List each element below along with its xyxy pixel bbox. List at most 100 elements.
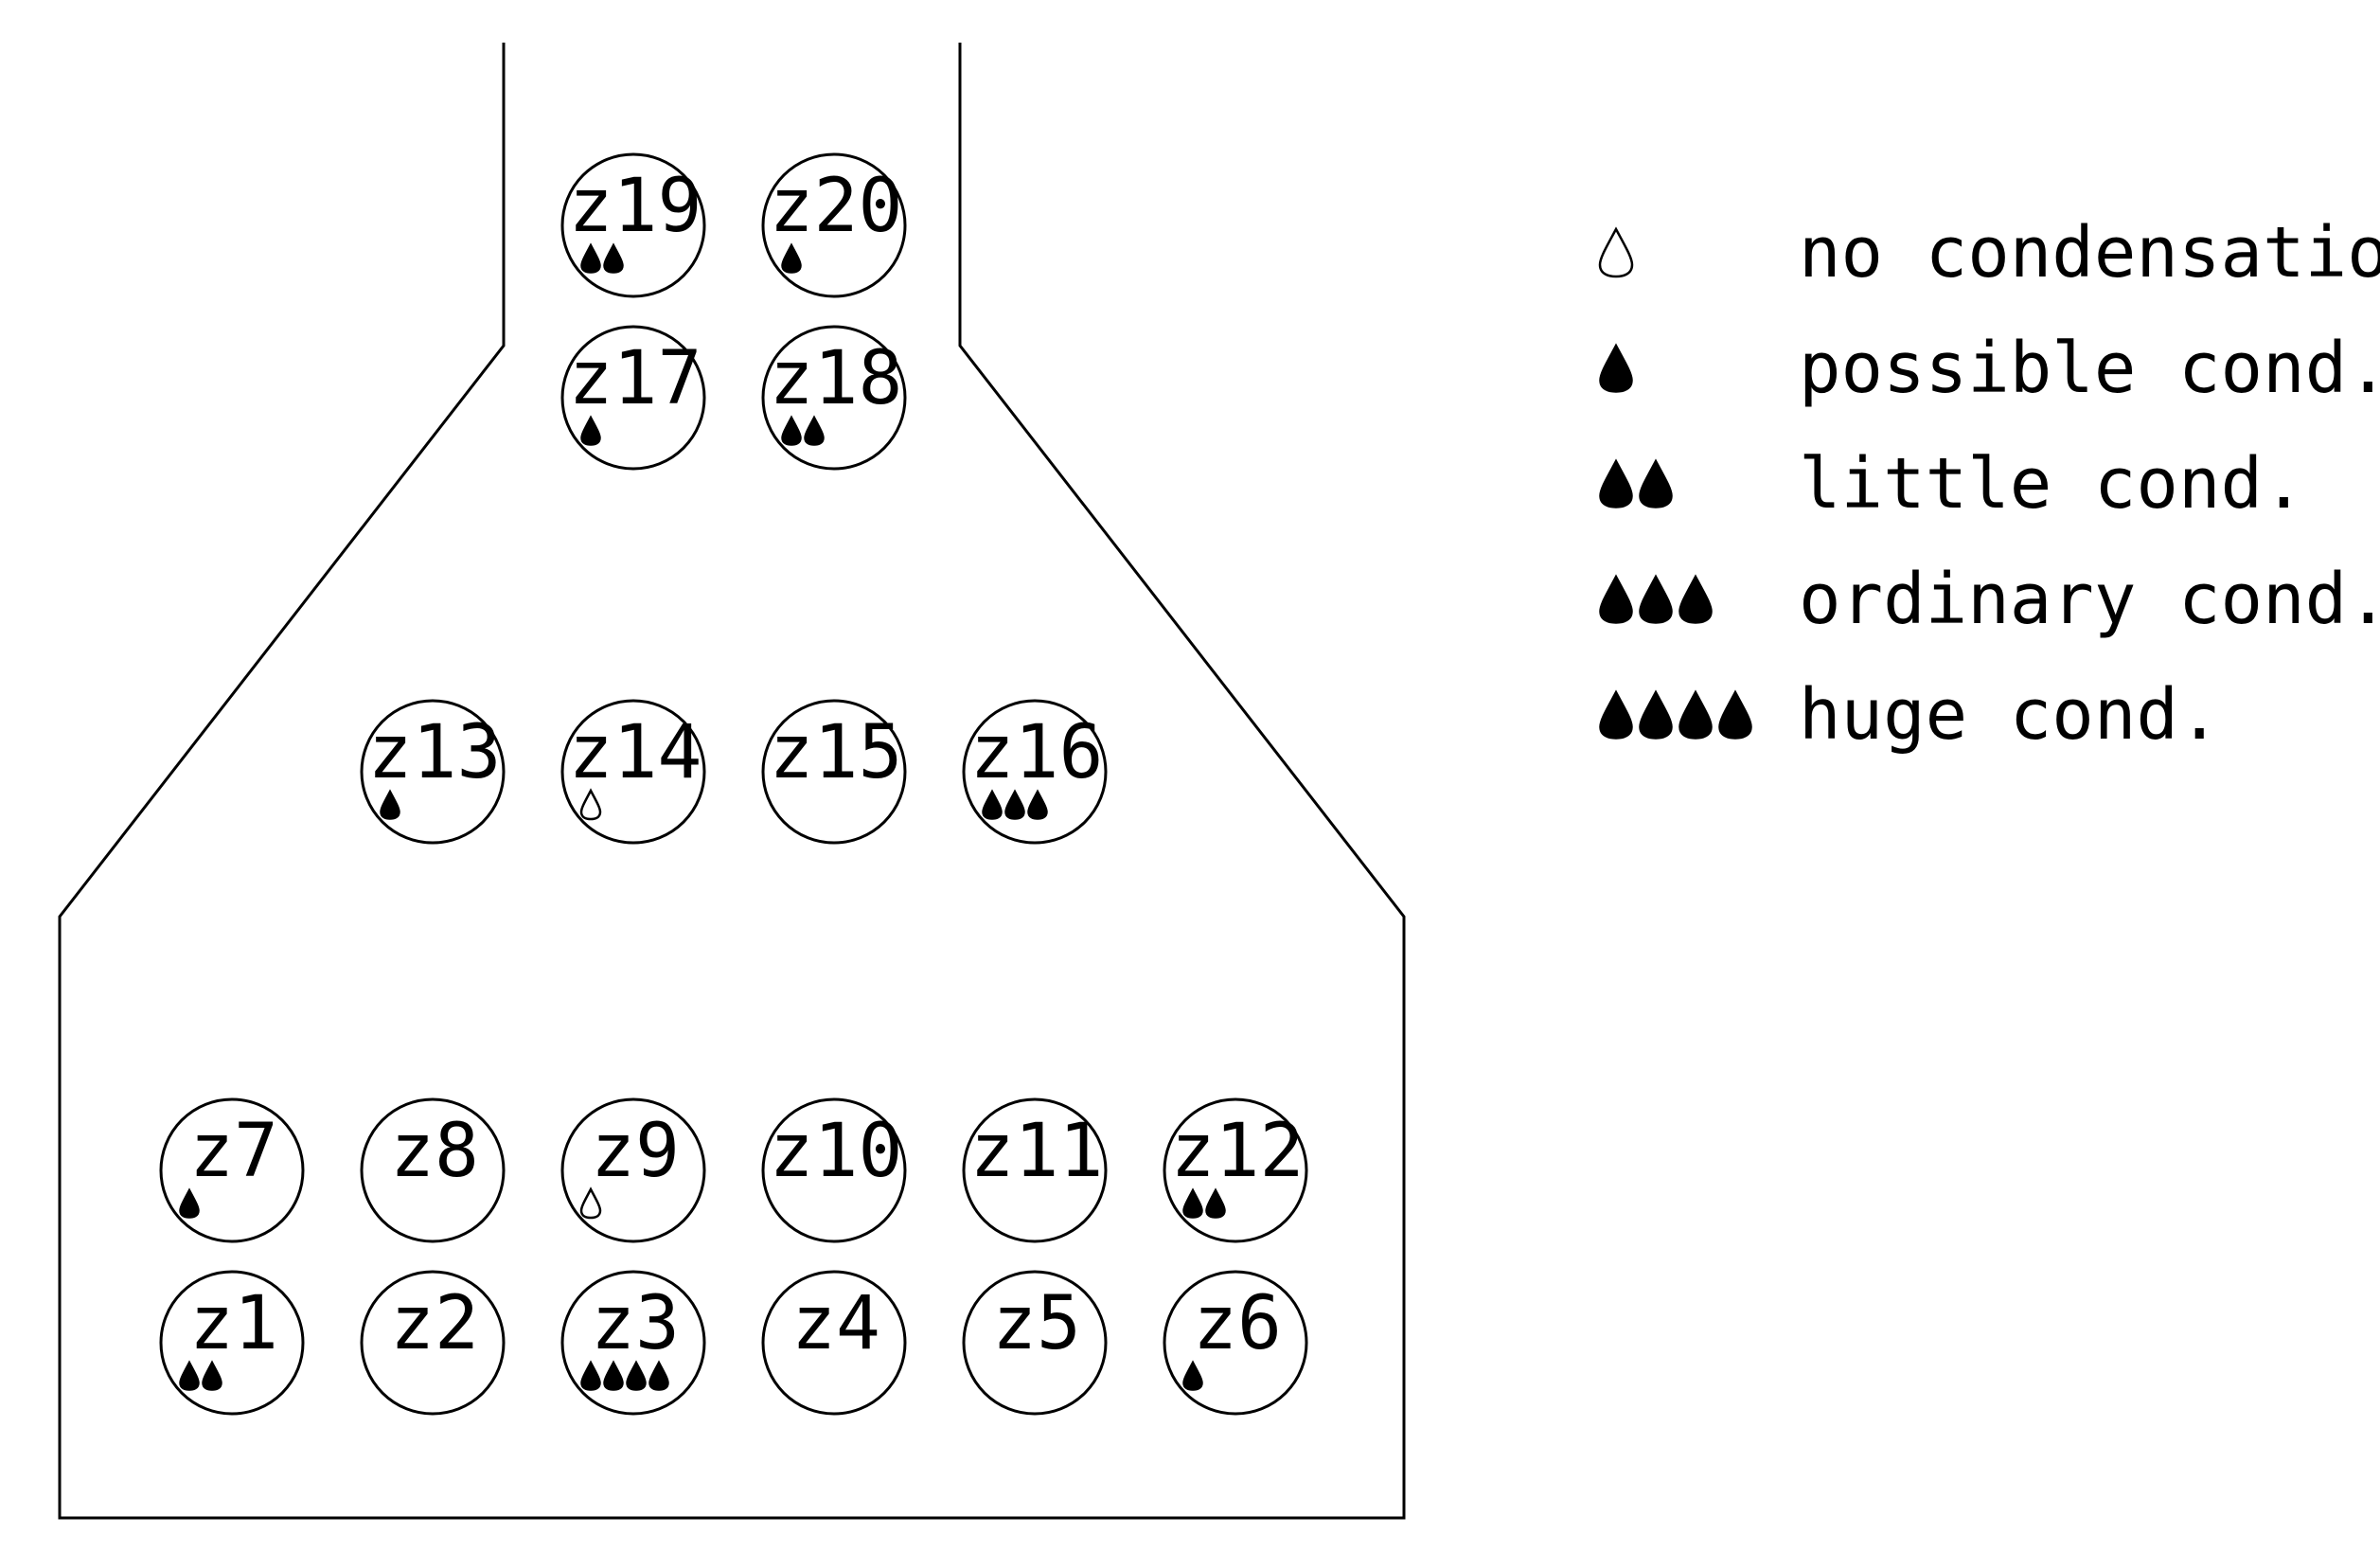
zone-condensation-drop-icon bbox=[781, 415, 802, 446]
legend-drop-icon bbox=[1599, 574, 1633, 624]
legend-drop-icon bbox=[1639, 458, 1673, 508]
legend-drop-icon bbox=[1678, 574, 1713, 624]
zone-circle bbox=[159, 1270, 305, 1416]
zone-label: z18 bbox=[770, 336, 903, 421]
zone-condensation-drop-icon bbox=[1182, 1360, 1203, 1391]
zone-z18: z18 bbox=[761, 325, 907, 471]
zone-z5: z5 bbox=[962, 1270, 1108, 1416]
zone-z3: z3 bbox=[560, 1270, 706, 1416]
zone-z16: z16 bbox=[962, 699, 1108, 845]
zone-circle bbox=[962, 699, 1108, 845]
zone-circle bbox=[560, 1270, 706, 1416]
zone-z7: z7 bbox=[159, 1097, 305, 1243]
legend-drop-icon bbox=[1599, 343, 1633, 393]
legend-label: possible cond. bbox=[1799, 328, 2380, 409]
zone-circle bbox=[360, 1097, 506, 1243]
zone-condensation-drop-icon bbox=[202, 1360, 222, 1391]
legend-item: ordinary cond. bbox=[1599, 559, 2380, 640]
zone-z1: z1 bbox=[159, 1270, 305, 1416]
zone-circle bbox=[761, 152, 907, 298]
zone-condensation-drop-icon bbox=[1182, 1187, 1203, 1219]
zone-condensation-drop-icon bbox=[179, 1187, 200, 1219]
zone-label: z20 bbox=[770, 164, 903, 249]
zone-condensation-drop-icon bbox=[1027, 789, 1048, 820]
legend-drop-outline-icon bbox=[1598, 226, 1634, 278]
zone-condensation-drop-icon bbox=[580, 242, 601, 274]
legend-label: ordinary cond. bbox=[1799, 559, 2380, 640]
zone-label: z17 bbox=[569, 336, 702, 421]
zone-condensation-drop-outline-icon bbox=[579, 1186, 602, 1220]
zone-condensation-drop-icon bbox=[580, 1360, 601, 1391]
zone-label: z5 bbox=[992, 1281, 1081, 1366]
legend-drop-icon bbox=[1718, 689, 1752, 740]
zone-label: z11 bbox=[970, 1109, 1104, 1194]
zone-z8: z8 bbox=[360, 1097, 506, 1243]
legend-item: huge cond. bbox=[1599, 674, 2221, 756]
zone-circle bbox=[1163, 1270, 1308, 1416]
zone-label: z9 bbox=[591, 1109, 680, 1194]
zone-label: z19 bbox=[569, 164, 702, 249]
legend-label: huge cond. bbox=[1799, 674, 2221, 756]
zone-condensation-drop-icon bbox=[603, 1360, 624, 1391]
zone-z9: z9 bbox=[560, 1097, 706, 1243]
zone-label: z7 bbox=[189, 1109, 278, 1194]
zone-label: z16 bbox=[970, 710, 1104, 795]
zone-label: z10 bbox=[770, 1109, 903, 1194]
legend-label: no condensation bbox=[1799, 212, 2380, 294]
legend-drop-icon bbox=[1599, 458, 1633, 508]
zone-label: z2 bbox=[390, 1281, 479, 1366]
zone-z19: z19 bbox=[560, 152, 706, 298]
zone-circle bbox=[761, 699, 907, 845]
legend-drop-icon bbox=[1639, 689, 1673, 740]
zone-z6: z6 bbox=[1163, 1270, 1308, 1416]
zone-label: z14 bbox=[569, 710, 702, 795]
zone-condensation-drop-icon bbox=[626, 1360, 647, 1391]
zone-label: z4 bbox=[791, 1281, 880, 1366]
zone-z20: z20 bbox=[761, 152, 907, 298]
zone-circle bbox=[360, 1270, 506, 1416]
zone-circle bbox=[761, 325, 907, 471]
zone-condensation-drop-icon bbox=[781, 242, 802, 274]
zone-circle bbox=[761, 1270, 907, 1416]
zone-condensation-drop-icon bbox=[804, 415, 825, 446]
zone-label: z1 bbox=[189, 1281, 278, 1366]
zone-condensation-drop-icon bbox=[1004, 789, 1025, 820]
zone-z10: z10 bbox=[761, 1097, 907, 1243]
zone-z15: z15 bbox=[761, 699, 907, 845]
zone-circle bbox=[360, 699, 506, 845]
legend-drop-icon bbox=[1599, 689, 1633, 740]
zone-condensation-drop-icon bbox=[982, 789, 1003, 820]
zone-z12: z12 bbox=[1163, 1097, 1308, 1243]
zone-condensation-drop-icon bbox=[179, 1360, 200, 1391]
zone-label: z6 bbox=[1193, 1281, 1282, 1366]
legend-drop-icon bbox=[1678, 689, 1713, 740]
zone-circle bbox=[560, 1097, 706, 1243]
zone-z2: z2 bbox=[360, 1270, 506, 1416]
zone-label: z3 bbox=[591, 1281, 680, 1366]
legend-item: no condensation bbox=[1598, 212, 2380, 294]
zone-condensation-drop-outline-icon bbox=[579, 788, 602, 821]
zone-label: z8 bbox=[390, 1109, 479, 1194]
zone-condensation-drop-icon bbox=[380, 789, 400, 820]
zone-condensation-drop-icon bbox=[603, 242, 624, 274]
zone-label: z12 bbox=[1171, 1109, 1305, 1194]
zone-circle bbox=[1163, 1097, 1308, 1243]
zone-circle bbox=[962, 1097, 1108, 1243]
zone-circle bbox=[560, 699, 706, 845]
zone-z17: z17 bbox=[560, 325, 706, 471]
zone-circle bbox=[560, 325, 706, 471]
zone-z13: z13 bbox=[360, 699, 506, 845]
zone-z11: z11 bbox=[962, 1097, 1108, 1243]
zone-circle bbox=[962, 1270, 1108, 1416]
zone-label: z15 bbox=[770, 710, 903, 795]
zone-z14: z14 bbox=[560, 699, 706, 845]
zone-circle bbox=[761, 1097, 907, 1243]
zone-label: z13 bbox=[368, 710, 502, 795]
zones-layer: z1 z2 z3 z4 z5 z6 z7 z8 z9 z10 z11 z12 z13 z14 z15 z16 z… bbox=[159, 152, 1308, 1416]
legend-item: possible cond. bbox=[1599, 328, 2380, 409]
building-outline bbox=[58, 43, 1406, 1520]
legend-item: little cond. bbox=[1599, 443, 2305, 525]
legend: no condensation possible cond. little cond… bbox=[1598, 212, 2380, 756]
zone-z4: z4 bbox=[761, 1270, 907, 1416]
